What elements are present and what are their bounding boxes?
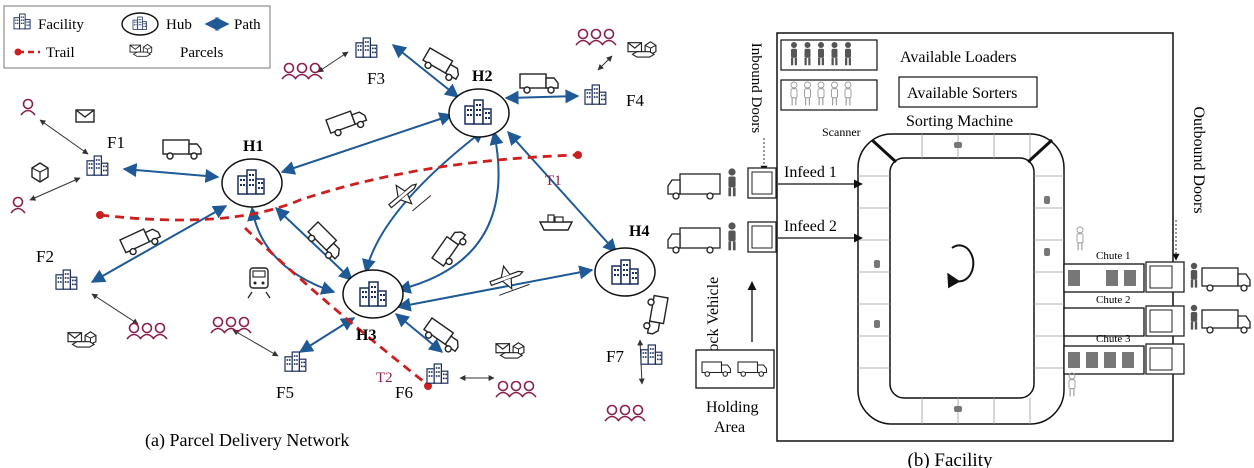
path-f3-h2 — [391, 44, 460, 98]
parcel-icons — [31, 41, 657, 359]
facility-f5: F5 — [276, 351, 307, 402]
path-h3-f6 — [394, 313, 444, 353]
path-f2-h1 — [90, 205, 228, 283]
rotation-arrow — [947, 244, 975, 289]
chute-2 — [1063, 307, 1145, 337]
network-paths — [90, 44, 617, 353]
legend-facility-label: Facility — [38, 17, 84, 33]
facility-f4-label: F4 — [626, 91, 644, 110]
path-h1-h3 — [274, 207, 354, 281]
facility-f2: F2 — [36, 247, 78, 290]
path-h2-h4 — [507, 130, 617, 254]
scanner-left — [870, 138, 898, 164]
hub-h3-label: H3 — [356, 327, 376, 344]
chute-1-label: Chute 1 — [1096, 250, 1131, 262]
inbound-truck-1 — [667, 173, 721, 200]
facility-f1-label: F1 — [107, 133, 125, 152]
inbound-truck-2 — [667, 227, 721, 254]
trail-t1-label: T1 — [545, 173, 562, 189]
hub-h1: H1 — [221, 138, 283, 208]
trail-t2 — [244, 226, 429, 387]
scanner-label: Scanner — [822, 125, 861, 139]
facility-f6: F6 — [395, 363, 449, 402]
legend: Facility Hub Path Trail Parcels — [3, 5, 271, 69]
loaders-box — [780, 39, 878, 71]
facility-f4: F4 — [584, 84, 644, 110]
hub-h1-label: H1 — [243, 138, 263, 155]
facility-f1: F1 — [86, 133, 125, 176]
legend-trail-label: Trail — [46, 45, 75, 61]
path-h3-f5 — [298, 317, 356, 353]
path-h2-f4 — [504, 89, 580, 105]
path-h3-h4 — [396, 265, 594, 312]
chute-3 — [1063, 345, 1145, 375]
scanner-right — [1026, 138, 1054, 164]
outbound-door-1 — [1145, 261, 1185, 293]
parcels-icon — [129, 43, 153, 57]
facility-f2-label: F2 — [36, 247, 54, 266]
sorting-machine-label: Sorting Machine — [906, 113, 1013, 130]
hub-h3: H3 — [342, 269, 404, 344]
facility-panel: Available Loaders Available Sorters Inbo… — [667, 32, 1251, 442]
conveyor-segments — [858, 134, 1064, 424]
facility-f6-label: F6 — [395, 383, 413, 402]
trail-t1 — [99, 153, 579, 222]
delivery-arrows — [29, 51, 645, 385]
inbound-doors-label: Inbound Doors — [748, 43, 764, 134]
hub-h2-label: H2 — [472, 68, 492, 85]
outbound-door-2 — [1145, 305, 1185, 337]
legend-hub-label: Hub — [166, 17, 192, 33]
holding-area-label-2: Area — [714, 419, 745, 436]
legend-path-label: Path — [234, 17, 261, 33]
sorting-machine-inner — [889, 157, 1035, 399]
facility-f5-label: F5 — [276, 383, 294, 402]
hub-h4-label: H4 — [629, 223, 649, 240]
infeed-2-label: Infeed 2 — [784, 218, 837, 235]
legend-parcels-label: Parcels — [180, 45, 223, 61]
hub-h2: H2 — [448, 68, 510, 138]
facility-f3: F3 — [355, 37, 385, 88]
trail-t2-label: T2 — [376, 370, 393, 386]
available-loaders-label: Available Loaders — [900, 49, 1017, 66]
trails — [99, 153, 579, 387]
dock-vehicle-label: Dock Vehicle — [705, 277, 722, 363]
outbound-truck-1 — [1201, 267, 1251, 292]
available-sorters-label: Available Sorters — [907, 85, 1017, 102]
hub-h4: H4 — [594, 223, 656, 297]
chute-3-label: Chute 3 — [1096, 333, 1131, 345]
chute-2-label: Chute 2 — [1096, 294, 1131, 306]
vehicle-icons — [119, 47, 669, 357]
infeed-1-label: Infeed 1 — [784, 164, 837, 181]
conveyor-items — [874, 142, 1050, 412]
outbound-doors-label: Outbound Doors — [1190, 106, 1207, 213]
caption-a: (a) Parcel Delivery Network — [145, 430, 349, 451]
chute-1 — [1063, 263, 1145, 293]
facility-f3-label: F3 — [367, 69, 385, 88]
outbound-truck-2 — [1201, 309, 1251, 334]
caption-b: (b) Facility — [908, 450, 993, 468]
holding-area-label-1: Holding — [706, 399, 758, 416]
outbound-door-3 — [1145, 343, 1185, 375]
path-f1-h1 — [122, 163, 220, 183]
path-h1-h2 — [280, 112, 454, 175]
facility-f7-label: F7 — [606, 347, 624, 366]
sorters-box — [780, 79, 878, 111]
available-sorters-box — [898, 76, 1038, 108]
facility-f7: F7 — [606, 344, 663, 366]
